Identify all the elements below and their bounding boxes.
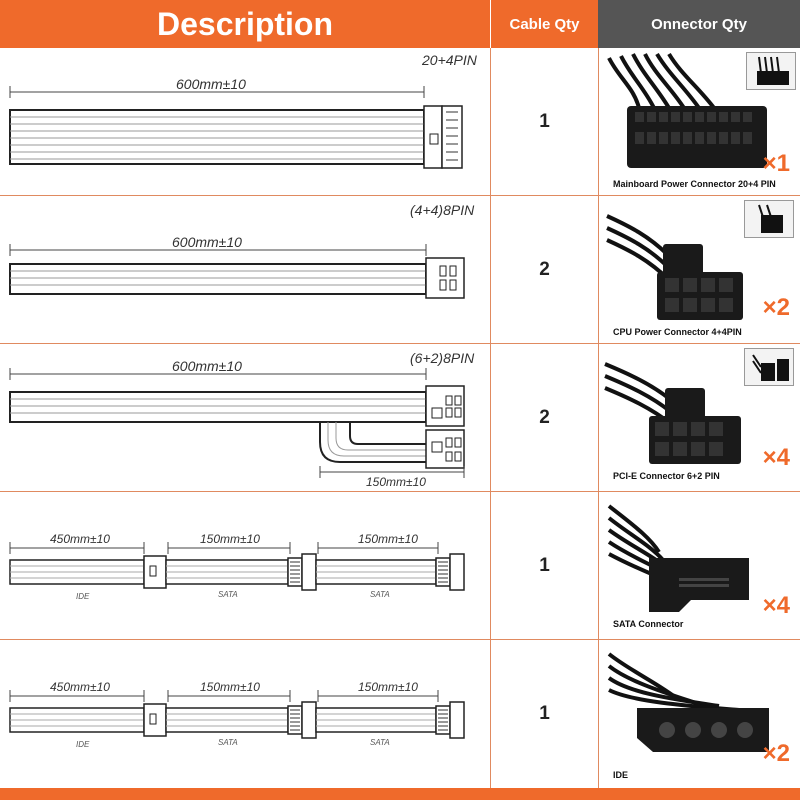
cable-qty-header: Cable Qty	[490, 0, 598, 48]
segment-label: SATA	[370, 738, 390, 747]
length-label: 150mm±10	[200, 532, 260, 546]
length-label: 600mm±10	[176, 76, 246, 92]
ide-molex-connector-icon	[607, 652, 769, 752]
length-label: 150mm±10	[358, 680, 418, 694]
segment-label: SATA	[218, 738, 238, 747]
length-label: 450mm±10	[50, 532, 110, 546]
connector-cell: ×1 Mainboard Power Connector 20+4 PIN	[598, 48, 800, 195]
inset-connector-icon	[752, 354, 789, 381]
cable-ide-drawing	[9, 690, 465, 739]
connector-multiplier: ×2	[762, 294, 790, 321]
cable-8pin-drawing	[9, 244, 465, 299]
pin-label: (6+2)8PIN	[410, 350, 475, 366]
inset-connector-icon	[757, 56, 789, 85]
connector-cell: ×2 CPU Power Connector 4+4PIN	[598, 196, 800, 343]
cable-sata-drawing	[9, 542, 465, 591]
table-row: (6+2)8PIN 600mm±10 150mm±10	[0, 344, 800, 492]
cable-qty: 1	[490, 640, 598, 788]
connector-inset-image	[746, 52, 796, 90]
connector-cell: ×4 SATA Connector	[598, 492, 800, 639]
connector-inset-image	[744, 348, 794, 386]
connector-multiplier: ×2	[762, 740, 790, 767]
pin-label: 20+4PIN	[422, 52, 477, 68]
length-label: 150mm±10	[200, 680, 260, 694]
cable-pcie-drawing	[9, 368, 465, 478]
cable-qty: 2	[490, 344, 598, 491]
table-header: Description Cable Qty Onnector Qty	[0, 0, 800, 48]
length-label: 600mm±10	[172, 234, 242, 250]
description-header: Description	[0, 0, 490, 48]
cable-diagram: 450mm±10 150mm±10 150mm±10 IDE SATA SATA	[0, 640, 490, 788]
table-row: (4+4)8PIN 600mm±10 2	[0, 196, 800, 344]
connector-name: CPU Power Connector 4+4PIN	[613, 327, 742, 337]
length-label: 150mm±10	[366, 475, 426, 489]
connector-qty-header: Onnector Qty	[598, 0, 800, 48]
connector-multiplier: ×4	[762, 592, 790, 619]
pcie-connector-icon	[604, 362, 741, 464]
connector-name: PCI-E Connector 6+2 PIN	[613, 471, 720, 481]
pin-label: (4+4)8PIN	[410, 202, 475, 218]
cable-diagram: 450mm±10 150mm±10 150mm±10 IDE SATA SATA	[0, 492, 490, 639]
table-row: 450mm±10 150mm±10 150mm±10 IDE SATA SATA	[0, 492, 800, 640]
connector-cell: ×2 IDE	[598, 640, 800, 788]
connector-inset-image	[744, 200, 794, 238]
cable-qty: 2	[490, 196, 598, 343]
connector-name: IDE	[613, 770, 629, 780]
cable-diagram: (6+2)8PIN 600mm±10 150mm±10	[0, 344, 490, 491]
footer-bar	[0, 788, 800, 800]
cable-24pin-drawing	[9, 86, 463, 169]
connector-24pin-icon	[607, 52, 767, 168]
segment-label: IDE	[76, 740, 90, 749]
connector-name: SATA Connector	[613, 619, 684, 629]
segment-label: SATA	[370, 590, 390, 599]
connector-name: Mainboard Power Connector 20+4 PIN	[613, 179, 776, 189]
connector-multiplier: ×1	[762, 150, 790, 177]
cable-qty: 1	[490, 492, 598, 639]
segment-label: IDE	[76, 592, 90, 601]
segment-label: SATA	[218, 590, 238, 599]
length-label: 450mm±10	[50, 680, 110, 694]
cpu-connector-icon	[606, 214, 743, 320]
cable-diagram: 20+4PIN 600mm±10	[0, 48, 490, 195]
inset-connector-icon	[758, 204, 783, 233]
sata-connector-icon	[607, 504, 749, 612]
table-row: 450mm±10 150mm±10 150mm±10 IDE SATA SATA	[0, 640, 800, 788]
table-row: 20+4PIN 600mm±10 1	[0, 48, 800, 196]
length-label: 600mm±10	[172, 358, 242, 374]
cable-qty: 1	[490, 48, 598, 195]
connector-multiplier: ×4	[762, 444, 790, 471]
length-label: 150mm±10	[358, 532, 418, 546]
cable-diagram: (4+4)8PIN 600mm±10	[0, 196, 490, 343]
connector-cell: ×4 PCI-E Connector 6+2 PIN	[598, 344, 800, 491]
